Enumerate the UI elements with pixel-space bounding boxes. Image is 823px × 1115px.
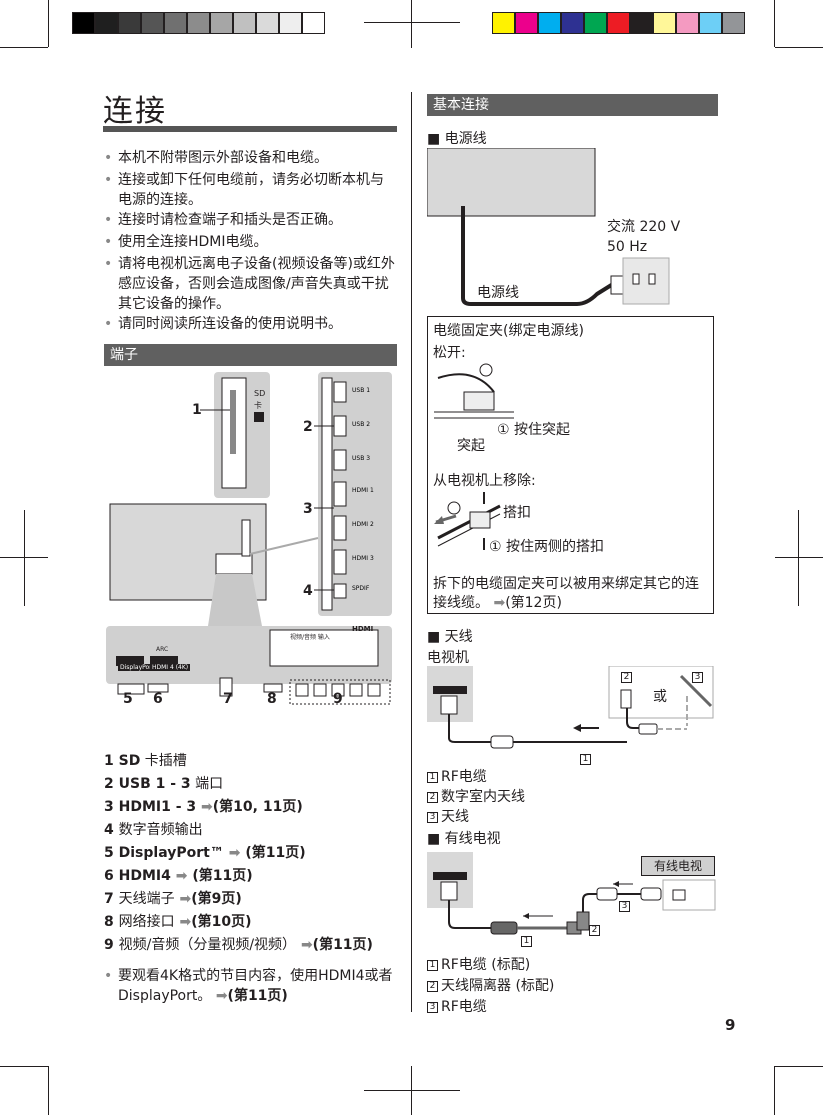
callout-number: 6 [153,691,163,707]
svg-text:SPDIF: SPDIF [352,585,370,592]
clamp-note: 拆下的电缆固定夹可以被用来绑定其它的连接线缆。 ➡(第12页) [433,576,699,611]
svg-text:USB 3: USB 3 [352,455,370,462]
clamp-hook-label: 搭扣 [503,505,531,521]
cable-section-title: ■ 有线电视 [427,831,501,847]
cable-diagram [427,852,716,935]
bullet-item: •请同时阅读所连设备的使用说明书。 [104,316,342,332]
svg-text:USB 2: USB 2 [352,421,370,428]
ac-voltage-label: 交流 220 V [607,219,681,235]
legend-box-1: 1 [521,931,535,950]
basic-connection-header: 基本连接 [427,94,718,116]
bullet-item: •请将电视机远离电子设备(视频设备等)或红外感应设备，否则会造成图像/声音失真或… [104,256,395,312]
callout-number: 5 [123,691,133,707]
bullet-item: •本机不附带图示外部设备和电缆。 [104,150,328,166]
page-number: 9 [725,1016,736,1034]
terminal-item: 3 HDMI1 - 3 ➡(第10, 11页) [104,799,303,815]
ac-frequency-label: 50 Hz [607,239,648,255]
cable-tv-label: 有线电视 [641,856,715,876]
svg-text:卡: 卡 [254,400,262,410]
or-label: 或 [653,689,667,705]
antenna-diagram [427,666,714,749]
note-item: •要观看4K格式的节目内容，使用HDMI4或者DisplayPort。 ➡(第1… [104,968,393,1004]
power-cord-label: 电源线 [477,285,519,301]
terminal-item: 8 网络接口 ➡(第10页) [104,914,252,930]
terminals-diagram: SD 卡 USB 1 USB 2 USB 3 HDMI 1 HDMI 2 HDM… [106,372,392,705]
svg-text:HDMI 1: HDMI 1 [352,487,374,494]
clamp-title: 电缆固定夹(绑定电源线) [433,323,584,339]
clamp-press-tab: ① 按住突起 [497,422,571,438]
svg-text:HDMI 2: HDMI 2 [352,521,374,528]
bullet-item: •使用全连接HDMI电缆。 [104,234,268,250]
cable-clamp-box [427,316,714,614]
clamp-remove-illustration [434,492,501,550]
clamp-press-both: ① 按住两侧的搭扣 [489,539,605,555]
terminal-item: 1 SD 卡插槽 [104,753,187,769]
page-title: 连接 [103,94,167,129]
clamp-remove: 从电视机上移除: [433,473,536,489]
callout-number: 3 [303,501,313,517]
terminal-item: 5 DisplayPort™ ➡ (第11页) [104,845,306,861]
bullet-item: •连接时请检查端子和插头是否正确。 [104,212,342,228]
power-diagram [427,148,670,306]
legend-box-3: 3 [692,667,706,686]
terminal-item: 6 HDMI4 ➡ (第11页) [104,868,253,884]
tv-label: 电视机 [427,650,469,666]
terminal-item: 2 USB 1 - 3 端口 [104,776,224,792]
callout-number: 4 [303,583,313,599]
callout-number: 8 [267,691,277,707]
arc-label: ARC [156,646,169,653]
hdmi4-label: HDMI 4 (4K) [150,664,191,671]
svg-text:SD: SD [254,389,265,398]
power-section-title: ■ 电源线 [427,131,487,147]
terminals-header: 端子 [104,344,397,366]
column-divider [411,92,412,1012]
title-rule [103,126,397,132]
callout-number: 2 [303,419,313,435]
terminal-item: 4 数字音频输出 [104,822,203,838]
legend-box-2: 2 [589,920,603,939]
bullet-item: •连接或卸下任何电缆前，请务必切断本机与电源的连接。 [104,172,384,208]
hdmi-logo: HDMI [352,625,374,633]
terminal-item: 7 天线端子 ➡(第9页) [104,891,242,907]
clamp-tab-label: 突起 [457,438,485,454]
clamp-loosen: 松开: [433,345,466,361]
callout-number: 7 [223,691,233,707]
legend-box-1: 1 [580,749,594,768]
av-input-label: 视频/音频 输入 [290,634,330,641]
svg-text:HDMI 3: HDMI 3 [352,555,374,562]
legend-box-2: 2 [621,667,635,686]
displayport-label: DisplayPort [118,664,157,671]
callout-number: 9 [333,691,343,707]
antenna-section-title: ■ 天线 [427,629,473,645]
svg-text:USB 1: USB 1 [352,387,370,394]
callout-number: 1 [192,402,202,418]
legend-box-3: 3 [619,896,633,915]
terminal-item: 9 视频/音频（分量视频/视频） ➡(第11页) [104,937,373,953]
clamp-loosen-illustration [434,363,514,419]
